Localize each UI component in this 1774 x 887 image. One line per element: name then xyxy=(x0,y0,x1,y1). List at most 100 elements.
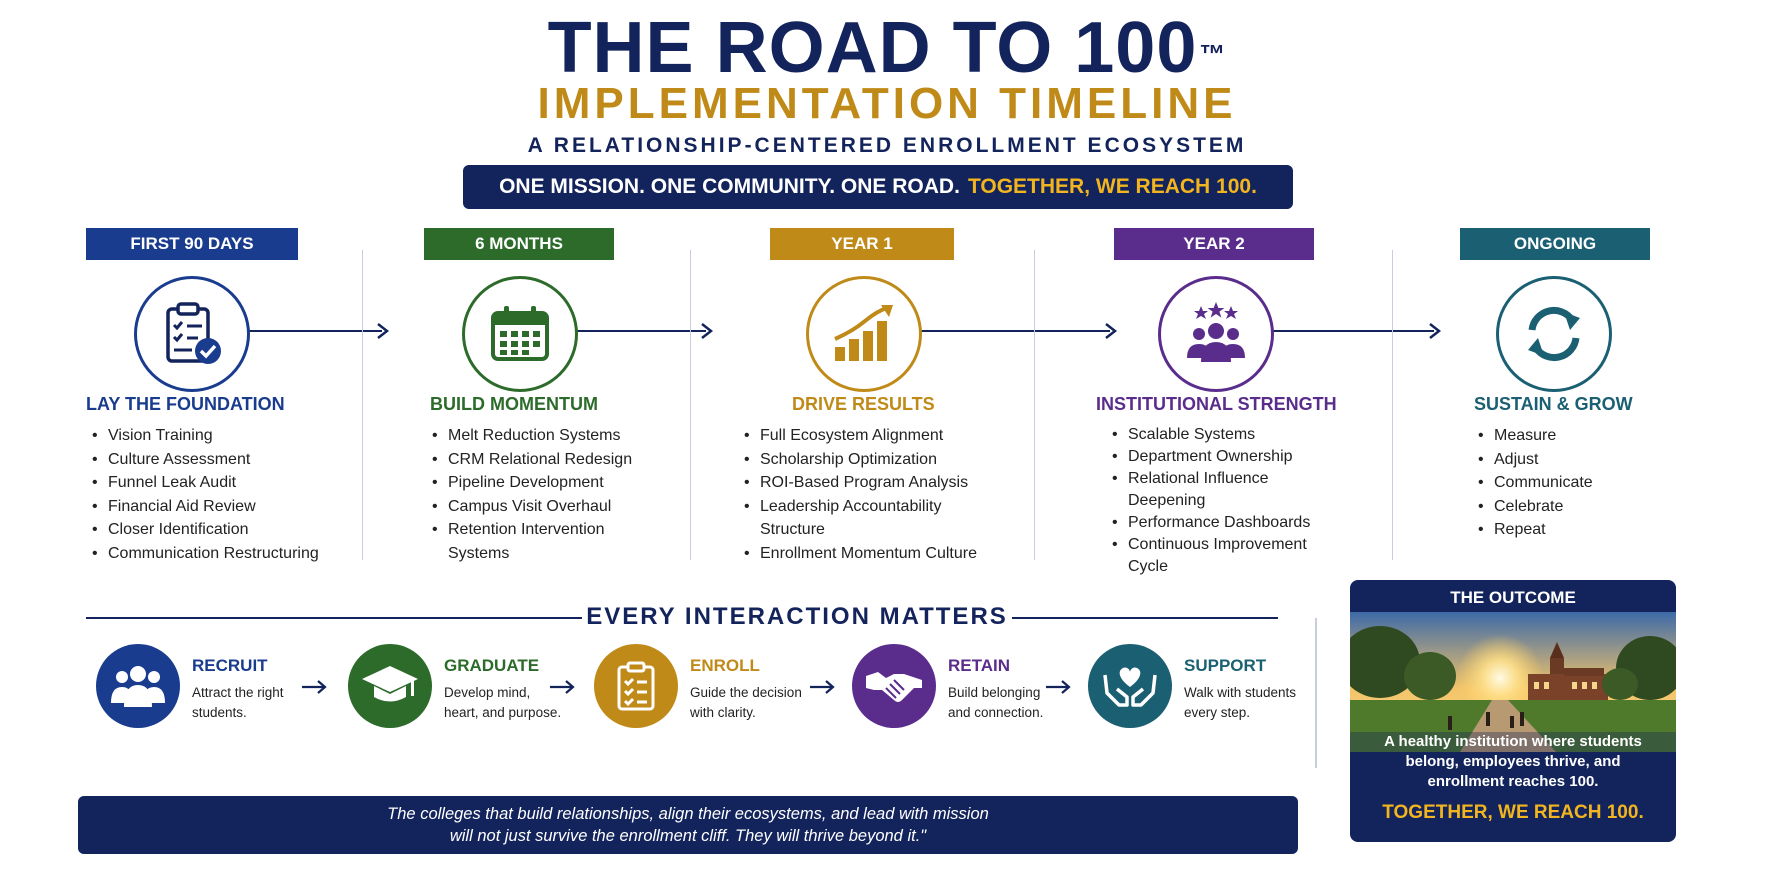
list-item: Systems xyxy=(448,544,510,562)
list-item: CRM Relational Redesign xyxy=(430,448,680,472)
column-divider xyxy=(690,250,691,560)
outcome-title: THE OUTCOME xyxy=(1450,588,1576,607)
quote-banner: The colleges that build relationships, a… xyxy=(78,796,1298,854)
section-heading: EVERY INTERACTION MATTERS xyxy=(586,603,1008,630)
list-item: Culture Assessment xyxy=(90,448,360,472)
column-divider xyxy=(1392,250,1393,560)
phase-items: Full Ecosystem Alignment Scholarship Opt… xyxy=(742,424,1022,565)
list-item: Adjust xyxy=(1476,448,1656,472)
checklist-icon xyxy=(594,644,678,728)
list-item: Communication Restructuring xyxy=(90,542,360,566)
arrow-right-icon xyxy=(701,323,714,339)
list-item: Communicate xyxy=(1476,471,1656,495)
list-item: Enrollment Momentum Culture xyxy=(742,542,1022,566)
arrow-right-icon xyxy=(1046,680,1071,694)
vertical-divider xyxy=(1315,618,1317,768)
heart-hands-icon xyxy=(1088,644,1172,728)
handshake-icon xyxy=(852,644,936,728)
phase-tag: FIRST 90 DAYS xyxy=(86,228,298,260)
phase-tag: 6 MONTHS xyxy=(424,228,614,260)
list-item: Leadership Accountability xyxy=(742,495,1022,519)
step-title: ENROLL xyxy=(690,656,760,675)
divider-line xyxy=(86,617,582,619)
arrow-right-icon xyxy=(810,680,835,694)
list-item: Closer Identification xyxy=(90,518,360,542)
list-item: Repeat xyxy=(1476,518,1656,542)
tagline: A RELATIONSHIP-CENTERED ENROLLMENT ECOSY… xyxy=(527,134,1247,157)
arrow-right-icon xyxy=(302,680,327,694)
outcome-description: A healthy institution where students bel… xyxy=(1384,733,1642,790)
phase-title: LAY THE FOUNDATION xyxy=(86,394,285,414)
phase-items: Vision Training Culture Assessment Funne… xyxy=(90,424,360,565)
phase-items: Measure Adjust Communicate Celebrate Rep… xyxy=(1476,424,1656,542)
phase-tag: YEAR 2 xyxy=(1114,228,1314,260)
phase-tag: ONGOING xyxy=(1460,228,1650,260)
quote-line: The colleges that build relationships, a… xyxy=(387,805,989,823)
phase-tag: YEAR 1 xyxy=(770,228,954,260)
list-item: Full Ecosystem Alignment xyxy=(742,424,1022,448)
campus-sunset-image xyxy=(1350,612,1676,752)
outcome-card: THE OUTCOME A healthy institution where … xyxy=(1350,580,1676,842)
flow-line xyxy=(914,330,1110,332)
step-desc: Develop mind,heart, and purpose. xyxy=(444,685,562,720)
list-item: Structure xyxy=(760,521,825,538)
divider-line xyxy=(1012,617,1278,619)
arrow-right-icon xyxy=(550,680,575,694)
growth-chart-icon xyxy=(806,276,922,392)
list-item: Scalable Systems xyxy=(1110,424,1360,446)
list-item: Funnel Leak Audit xyxy=(90,471,360,495)
list-item: Continuous Improvement xyxy=(1110,534,1360,556)
column-divider xyxy=(1034,250,1035,560)
mission-banner: ONE MISSION. ONE COMMUNITY. ONE ROAD. TO… xyxy=(463,165,1293,209)
step-title: RECRUIT xyxy=(192,656,268,675)
list-item: Retention Intervention xyxy=(430,518,680,542)
phase-title: INSTITUTIONAL STRENGTH xyxy=(1096,394,1337,414)
list-item: Relational Influence xyxy=(1110,468,1360,490)
phase-title: DRIVE RESULTS xyxy=(792,394,935,414)
mission-highlight: TOGETHER, WE REACH 100. xyxy=(967,175,1257,198)
list-item: Scholarship Optimization xyxy=(742,448,1022,472)
step-title: RETAIN xyxy=(948,656,1011,675)
arrow-right-icon xyxy=(377,323,390,339)
flow-line xyxy=(566,330,706,332)
page-subtitle: IMPLEMENTATION TIMELINE xyxy=(537,79,1237,128)
outcome-highlight: TOGETHER, WE REACH 100. xyxy=(1382,802,1644,823)
list-item: Pipeline Development xyxy=(430,471,680,495)
phase-title: BUILD MOMENTUM xyxy=(430,394,598,414)
list-item: Celebrate xyxy=(1476,495,1656,519)
phase-items: Scalable Systems Department Ownership Re… xyxy=(1110,424,1360,578)
arrow-right-icon xyxy=(1105,323,1118,339)
list-item: Melt Reduction Systems xyxy=(430,424,680,448)
list-item: Measure xyxy=(1476,424,1656,448)
list-item: Department Ownership xyxy=(1110,446,1360,468)
list-item: Financial Aid Review xyxy=(90,495,360,519)
trademark: ™ xyxy=(1199,39,1227,69)
mission-lead: ONE MISSION. ONE COMMUNITY. ONE ROAD. xyxy=(499,175,960,198)
list-item: Deepening xyxy=(1128,492,1206,509)
people-group-icon xyxy=(96,644,180,728)
graduation-cap-icon xyxy=(348,644,432,728)
refresh-cycle-icon xyxy=(1496,276,1612,392)
list-item: Vision Training xyxy=(90,424,360,448)
team-stars-icon xyxy=(1158,276,1274,392)
phase-title: SUSTAIN & GROW xyxy=(1474,394,1633,414)
list-item: Performance Dashboards xyxy=(1110,512,1360,534)
flow-line xyxy=(242,330,382,332)
step-title: SUPPORT xyxy=(1184,656,1267,675)
calendar-icon xyxy=(462,276,578,392)
list-item: Campus Visit Overhaul xyxy=(430,495,680,519)
quote-line: will not just survive the enrollment cli… xyxy=(449,827,927,845)
step-title: GRADUATE xyxy=(444,656,540,675)
clipboard-check-icon xyxy=(134,276,250,392)
page-title: THE ROAD TO 100™ xyxy=(547,8,1227,88)
flow-line xyxy=(1268,330,1434,332)
phase-items: Melt Reduction Systems CRM Relational Re… xyxy=(430,424,680,565)
list-item: Cycle xyxy=(1128,558,1169,575)
list-item: ROI-Based Program Analysis xyxy=(742,471,1022,495)
column-divider xyxy=(362,250,363,560)
arrow-right-icon xyxy=(1429,323,1442,339)
